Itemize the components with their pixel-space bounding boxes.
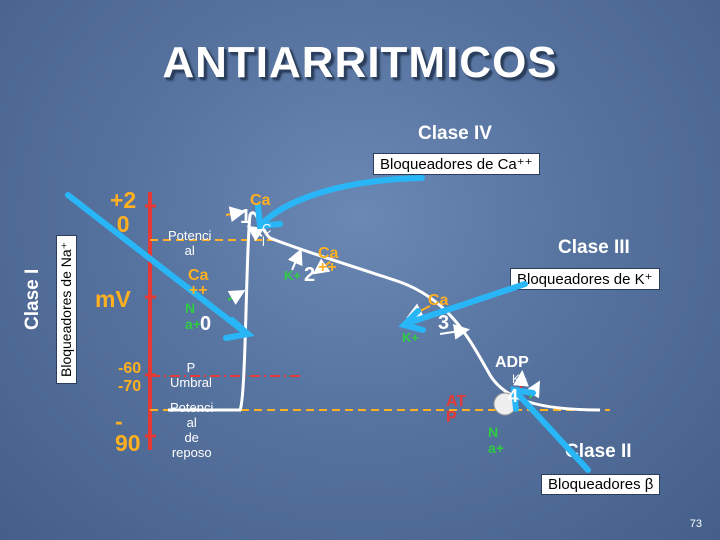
- potencial-reposo-label: Potenci al de reposo: [170, 400, 213, 460]
- ca-entry-label: Ca ++: [188, 268, 208, 298]
- axis-threshold-value: -60 -70: [118, 360, 141, 396]
- atp-label: AT P: [446, 394, 466, 426]
- phase-4-label: 4: [508, 386, 518, 407]
- phase-3-label: 3: [438, 312, 449, 335]
- phase-1-label: 1: [240, 206, 251, 229]
- axis-unit: mV: [95, 286, 131, 313]
- phase1-ca-label: Ca: [250, 192, 270, 210]
- phase-0-label: 0: [200, 313, 211, 336]
- pump-k-label: K+: [512, 372, 527, 386]
- clase-iv-arrow: [262, 178, 422, 224]
- phase2-k-label: K+: [284, 268, 301, 283]
- na-entry-label: N a+: [185, 300, 201, 332]
- drug-arrows: [68, 178, 588, 470]
- cl-arrow: [250, 228, 262, 236]
- axis-top-value: +2 0: [110, 188, 136, 236]
- clase-ii-arrow: [516, 392, 588, 470]
- adp-label: ADP: [495, 354, 529, 372]
- clase-iii-arrow: [405, 284, 525, 324]
- phase1-cl-label: C l: [262, 222, 271, 248]
- potencial-phase0-label: Potenci al: [168, 228, 211, 258]
- phase-2-label: 2: [304, 264, 315, 287]
- page-number: 73: [690, 518, 702, 530]
- axis-rest-value: - 90: [115, 410, 141, 454]
- action-potential-curve: [168, 213, 600, 410]
- phase3-ca-label: Ca: [428, 292, 448, 310]
- p-umbral-label: P Umbral: [170, 360, 212, 390]
- phase3-k-label: K+: [402, 330, 419, 345]
- pump-na-label: N a+: [488, 424, 504, 456]
- phase2-ca-label: Ca ++: [318, 247, 338, 275]
- na-entry-arrow: [228, 292, 242, 300]
